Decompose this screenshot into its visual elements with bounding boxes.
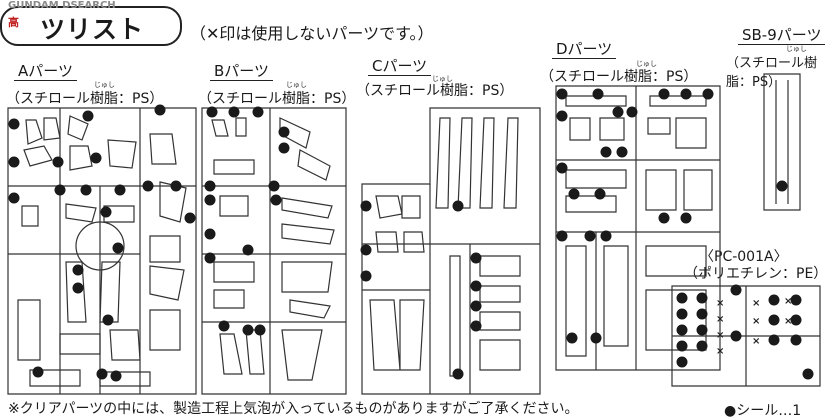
watermark-logo: 高 [8,16,19,29]
ruby-sb9: じゅし [786,45,807,53]
page-title: ツリスト [40,15,145,44]
ruby-b: じゅし [286,81,307,89]
svg-text:×: × [784,296,792,307]
runner-sb9-material: （スチロール樹脂：PS） [726,56,818,90]
runner-d-material: （スチロール樹脂：PS） [540,69,698,85]
ruby-d: じゅし [636,60,657,68]
header-frame [0,6,182,46]
svg-text:×: × [752,336,760,347]
svg-text:×: × [752,316,760,327]
watermark-text: GUNDAM DSEARCH [8,0,116,11]
runner-a-label: Aパーツ [14,62,77,81]
runner-d-frame [555,85,721,371]
runner-c-label: Cパーツ [368,57,432,76]
ruby-a: じゅし [94,81,115,89]
runner-a-frame [7,107,197,395]
svg-text:×: × [752,298,760,309]
seal-count: ●シール…1 [724,403,802,419]
runner-sb9-label: SB-9パーツ [738,26,826,45]
runner-b-label: Bパーツ [210,62,273,81]
svg-text:×: × [716,298,724,309]
runner-d-label: Dパーツ [552,40,617,59]
header-note: （✕印は使用しないパーツです。） [190,24,434,43]
runner-b-frame [201,107,347,395]
runner-c-frame [361,107,541,395]
runner-b-material: （スチロール樹脂：PS） [198,91,356,107]
footer-note: ※クリアパーツの中には、製造工程上気泡が入っているものがありますがご了承ください… [8,401,579,417]
pc-runner-label: 〈PC-001A〉 [700,249,788,265]
ruby-c: じゅし [432,75,453,83]
runner-a-material: （スチロール樹脂：PS） [6,91,164,107]
runner-c-material: （スチロール樹脂：PS） [356,83,514,99]
runner-sb9-frame [763,73,801,211]
svg-text:×: × [716,346,724,357]
svg-text:×: × [784,316,792,327]
part-markers: × × × × × × × × × [8,88,814,382]
svg-text:×: × [716,314,724,325]
svg-text:×: × [716,330,724,341]
